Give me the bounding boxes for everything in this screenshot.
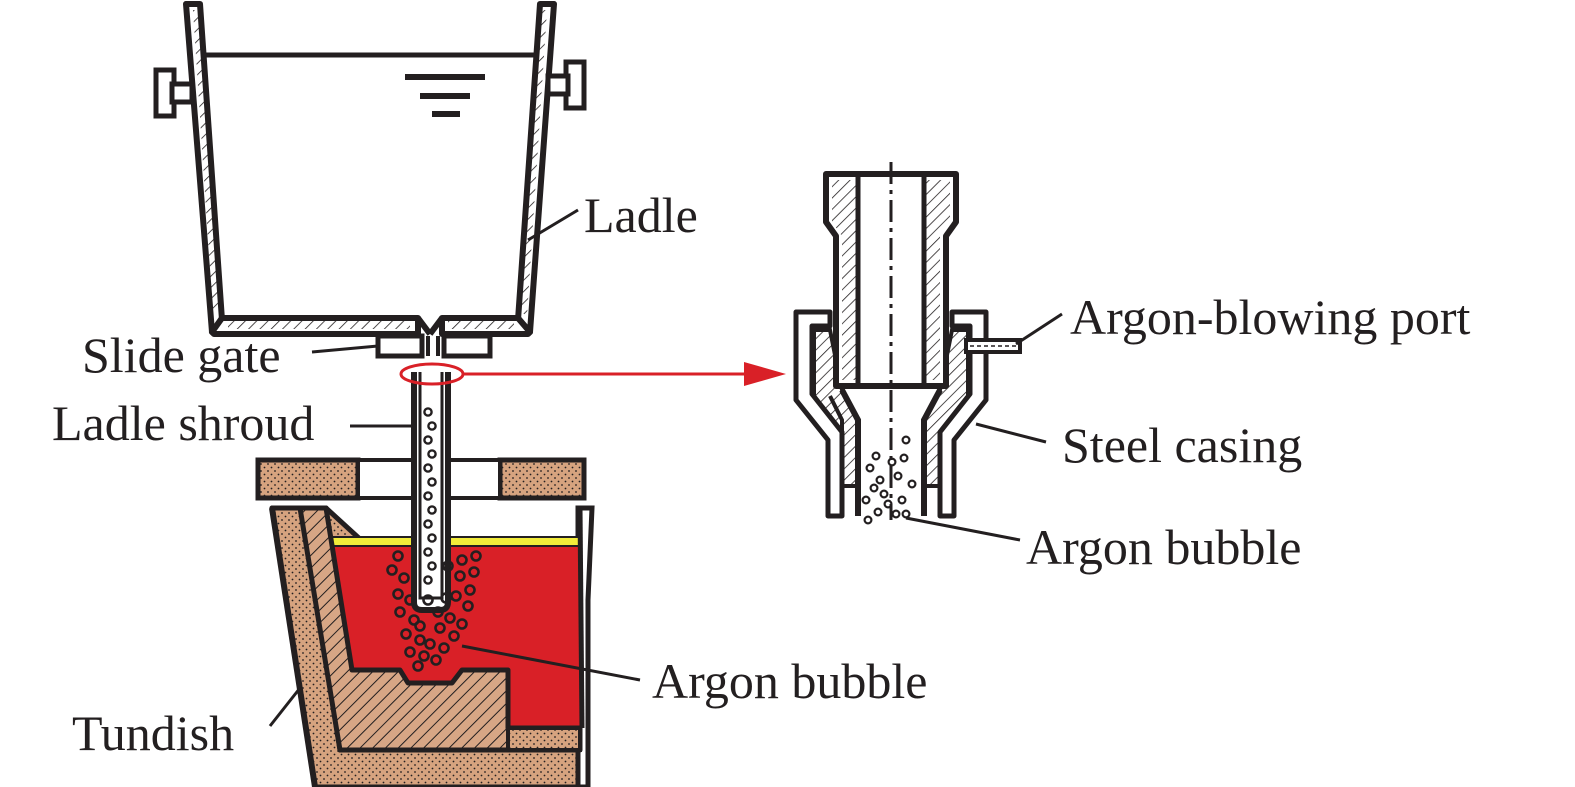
argon-bubble-icon [863, 515, 873, 525]
ladle-shroud [411, 372, 451, 613]
argon-bubble-icon [901, 435, 911, 445]
argon-bubble-icon [883, 499, 893, 509]
argon-bubble-icon [392, 588, 404, 600]
argon-bubble-icon [423, 463, 433, 473]
argon-bubble-icon [427, 561, 437, 571]
argon-bubble-icon [442, 560, 454, 572]
argon-bubble-icon [427, 421, 437, 431]
argon-bubble-icon [456, 618, 468, 630]
argon-bubble-icon [412, 660, 424, 672]
liquid-level-icon [405, 74, 485, 117]
shroud-detail [793, 162, 1022, 520]
argon-bubble-icon [901, 509, 911, 519]
tundish-cover-right [497, 457, 587, 501]
argon-bubble-icon [418, 650, 430, 662]
slide-gate [375, 333, 493, 359]
argon-bubble-icon [424, 638, 436, 650]
argon-bubble-icon [893, 471, 903, 481]
argon-bubble-icon [444, 612, 456, 624]
argon-bubble-icon [414, 634, 426, 646]
argon-bubble-icon [470, 550, 482, 562]
argon-bubble-icon [440, 592, 452, 604]
argon-bubble-icon [408, 614, 420, 626]
argon-bubble-icon [462, 600, 474, 612]
argon-bubble-icon [430, 654, 442, 666]
argon-bubble-icon [887, 457, 897, 467]
argon-bubble-icon [897, 495, 907, 505]
argon-bubble-icon [386, 564, 398, 576]
argon-bubble-icon [404, 594, 416, 606]
argon-bubble-icon [423, 491, 433, 501]
argon-bubble-icon [434, 622, 446, 634]
argon-bubble-icon [423, 519, 433, 529]
argon-bubble-icon [865, 463, 875, 473]
label-tundish: Tundish [72, 705, 234, 761]
argon-bubble-icon [394, 606, 406, 618]
argon-bubble-icon [414, 620, 426, 632]
argon-bubble-icon [456, 554, 468, 566]
tundish-cover-left [255, 457, 361, 501]
argon-bubble-icon [871, 451, 881, 461]
label-slide-gate: Slide gate [82, 327, 281, 383]
argon-bubble-icon [438, 642, 450, 654]
argon-bubble-icon [899, 453, 909, 463]
argon-bubble-icon [861, 495, 871, 505]
argon-bubble-icon [432, 606, 444, 618]
argon-bubble-icon [464, 584, 476, 596]
tundish-slag-layer [327, 536, 581, 547]
argon-bubble-icon [454, 570, 466, 582]
argon-bubble-icon [422, 594, 434, 606]
ladle [153, 1, 587, 337]
argon-bubble-icon [869, 483, 879, 493]
shroud-argon-bubbles [423, 407, 437, 585]
argon-bubble-icon [427, 533, 437, 543]
label-argon-blowing-port: Argon-blowing port [1070, 289, 1471, 345]
label-argon-bubble-detail: Argon bubble [1026, 519, 1301, 575]
argon-bubble-icon [907, 479, 917, 489]
argon-bubble-icon [427, 477, 437, 487]
argon-bubble-icon [404, 646, 416, 658]
label-ladle-shroud: Ladle shroud [52, 395, 314, 451]
argon-bubble-icon [398, 572, 410, 584]
argon-bubble-icon [392, 550, 404, 562]
callout-icon [399, 362, 786, 386]
argon-bubble-icon [450, 590, 462, 602]
argon-bubble-icon [427, 505, 437, 515]
argon-bubble-icon [875, 475, 885, 485]
argon-bubble-icon [873, 507, 883, 517]
argon-bubble-icon [423, 407, 433, 417]
argon-bubble-icon [427, 449, 437, 459]
argon-bubble-icon [468, 566, 480, 578]
argon-bubble-icon [879, 489, 889, 499]
argon-bubble-icon [423, 547, 433, 557]
label-ladle: Ladle [584, 187, 698, 243]
argon-bubble-icon [448, 630, 460, 642]
argon-bubble-icon [423, 435, 433, 445]
argon-bubble-icon [400, 628, 412, 640]
label-steel-casing: Steel casing [1062, 417, 1302, 473]
argon-bubble-icon [423, 575, 433, 585]
argon-bubble-icon [891, 509, 901, 519]
tundish-argon-bubbles [386, 550, 482, 672]
detail-argon-bubbles [861, 435, 917, 525]
label-argon-bubble-tundish: Argon bubble [652, 653, 927, 709]
leader-lines [268, 208, 1063, 727]
